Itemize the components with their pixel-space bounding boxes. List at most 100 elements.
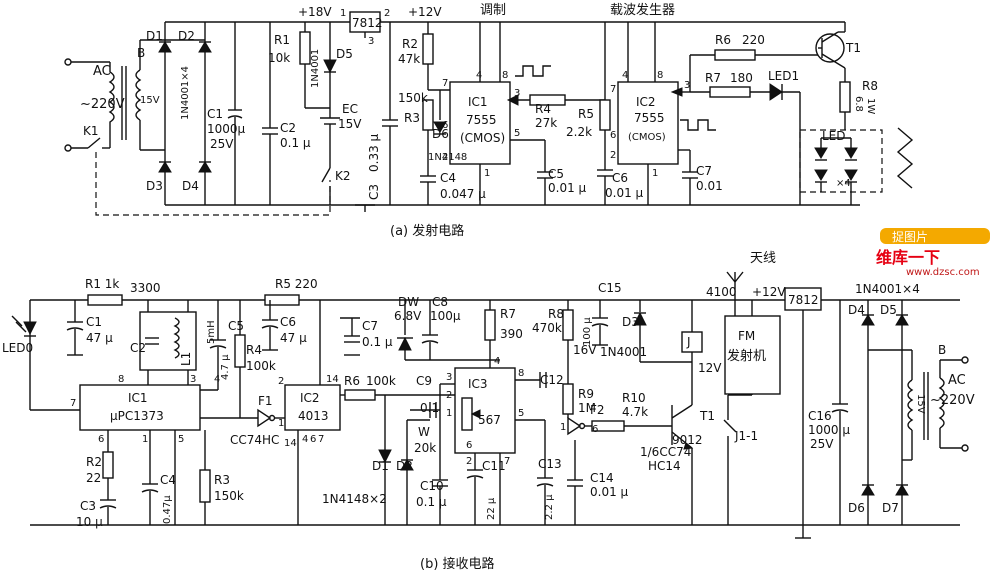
rx-c9-label: C9	[416, 374, 432, 388]
tx-7812-label: 7812	[352, 16, 383, 30]
rx-ic1-part: μPC1373	[110, 409, 164, 423]
tx-pin: 3	[684, 80, 690, 91]
tx-c1-label: C1	[207, 107, 223, 121]
tx-r4-label: R4	[535, 102, 551, 116]
rx-d7-label: D7	[882, 501, 899, 515]
rx-c8-value: 100μ	[430, 309, 461, 323]
ic1-7555	[449, 81, 511, 165]
tx-c6-value: 0.01 μ	[605, 186, 644, 200]
rx-pin: 7	[504, 456, 510, 467]
rx-r8-label: R8	[548, 307, 564, 321]
rx-r7-value: 390	[500, 327, 523, 341]
rx-caption: (b) 接收电路	[420, 556, 495, 572]
transmitter-labels: AC ~220V B K1 15V D1 D2 D3 D4 1N4001×4 C…	[80, 2, 878, 239]
rx-gate-part: HC14	[648, 459, 681, 473]
rx-c7-value: 0.1 μ	[362, 335, 393, 349]
tx-r8-watt: 1W	[865, 98, 876, 114]
rx-t1-part: 9012	[672, 433, 703, 447]
tx-t1-label: T1	[845, 41, 861, 55]
rx-pin: 5	[178, 434, 184, 445]
tx-pin: 4	[476, 70, 482, 81]
rx-contact-label: J1-1	[734, 429, 758, 443]
watermark-url: www.dzsc.com	[906, 267, 980, 278]
tx-7812-pin2: 2	[384, 8, 390, 19]
transmitter-circuit	[64, 11, 914, 216]
tx-transformer-label: B	[137, 46, 145, 60]
tx-d6-part: 1N4148	[428, 152, 467, 163]
tx-ic1-label: IC1	[468, 95, 488, 109]
watermark-brand: 维库一下	[876, 248, 940, 267]
tx-r8-value: 6.8	[853, 96, 864, 112]
rx-r3-label: R3	[214, 473, 230, 487]
rx-c15-label: C15	[598, 281, 622, 295]
rx-c11-label: C11	[482, 459, 506, 473]
rx-c3-label: C3	[80, 499, 96, 513]
rx-c10-label: C10	[420, 479, 444, 493]
tx-carrier-label: 载波发生器	[610, 2, 675, 18]
rx-c9-value: 0.1	[420, 401, 439, 415]
tx-ic1-type: (CMOS)	[460, 131, 505, 145]
rx-pin: 14	[284, 438, 297, 449]
rx-l1-value: 5mH	[206, 320, 217, 344]
rx-d2-label: D2	[396, 459, 413, 473]
tx-ic2-type: (CMOS)	[628, 132, 666, 143]
rx-c8-label: C8	[432, 295, 448, 309]
rx-c14-label: C14	[590, 471, 614, 485]
rx-r4-value: 100k	[246, 359, 276, 373]
rx-l1-label: L1	[179, 352, 193, 366]
receiver-labels: R1 1k 3300 C1 47 μ LED0 C2 L1 5mH C5 4.7…	[2, 251, 975, 572]
tx-r4-value: 27k	[535, 116, 557, 130]
rx-r9-value: 1M	[578, 401, 596, 415]
rx-c1-value: 47 μ	[86, 331, 113, 345]
tx-c6-label: C6	[612, 171, 628, 185]
rx-f1-label: F1	[258, 394, 273, 408]
tx-pin: 2	[442, 152, 448, 163]
rx-pin: 3	[190, 374, 196, 385]
rx-ic2-part: 4013	[298, 409, 329, 423]
ic2-7555	[617, 81, 679, 165]
tx-d4-label: D4	[182, 179, 199, 193]
rx-d1-label: D1	[372, 459, 389, 473]
rx-pin: 2	[446, 390, 452, 401]
rx-c16-value: 1000 μ	[808, 423, 850, 437]
tx-r8-label: R8	[862, 79, 878, 93]
rx-r8-value: 470k	[532, 321, 562, 335]
rx-r3-value: 150k	[214, 489, 244, 503]
rx-12v-label: +12V	[752, 285, 786, 299]
rx-pin: 6	[98, 434, 104, 445]
rx-c14-value: 0.01 μ	[590, 485, 629, 499]
tx-led-count: ×4	[836, 178, 851, 189]
tx-c5-value: 0.01 μ	[548, 181, 587, 195]
tx-pin: 2	[610, 150, 616, 161]
tx-7812-pin1: 1	[340, 8, 346, 19]
tx-r5-label: R5	[578, 107, 594, 121]
tx-pin: 7	[442, 78, 448, 89]
rx-fm-text: 发射机	[727, 348, 766, 364]
tx-ic2-part: 7555	[634, 111, 665, 125]
tx-r6-value: 220	[742, 33, 765, 47]
rx-7812-label: 7812	[788, 293, 819, 307]
tx-caption: (a) 发射电路	[390, 223, 464, 239]
rx-c4-value: 0.47μ	[162, 495, 173, 524]
watermark: 捉图片 维库一下 www.dzsc.com	[876, 228, 990, 278]
tx-ic2-label: IC2	[636, 95, 656, 109]
rx-pin: 4	[214, 374, 220, 385]
tx-15v-label: 15V	[140, 95, 160, 106]
rx-pin: 4	[494, 356, 500, 367]
rx-pin: 4	[302, 434, 308, 445]
rx-r4-label: R4	[246, 343, 262, 357]
tx-pin: 7	[610, 84, 616, 95]
tx-led1-label: LED1	[768, 69, 799, 83]
rx-d3-label: D3	[622, 315, 639, 329]
rx-r10-label: R10	[622, 391, 646, 405]
tx-ec-value: 15V	[338, 117, 362, 131]
tx-d5-part: 1N4001	[310, 49, 321, 88]
rx-led0-label: LED0	[2, 341, 33, 355]
rx-d3-part: 1N4001	[600, 345, 647, 359]
tx-c4-label: C4	[440, 171, 456, 185]
tx-r2-value: 47k	[398, 52, 420, 66]
tx-c4-value: 0.047 μ	[440, 187, 486, 201]
tx-pin: 1	[652, 168, 658, 179]
